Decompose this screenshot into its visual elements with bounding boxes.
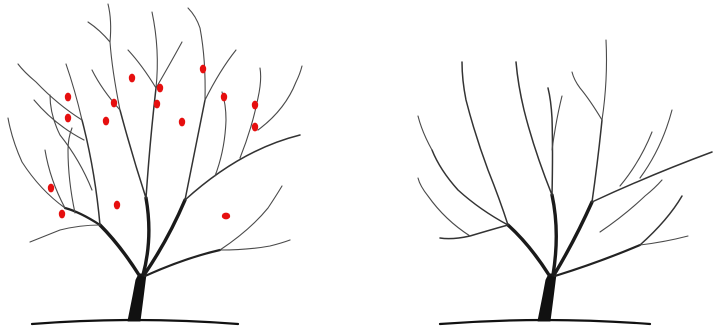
cut-mark xyxy=(47,183,55,193)
cut-mark xyxy=(251,100,259,110)
cut-mark xyxy=(153,99,161,109)
cut-mark xyxy=(128,73,136,83)
cut-mark xyxy=(64,113,72,123)
cut-mark xyxy=(178,117,186,127)
branches-right xyxy=(417,39,713,278)
cut-mark xyxy=(251,122,259,132)
trunk-left xyxy=(127,273,147,322)
cut-mark xyxy=(58,209,66,219)
cut-mark xyxy=(113,200,121,210)
tree-after-pruning xyxy=(417,39,713,326)
cut-mark xyxy=(64,92,72,102)
cut-mark xyxy=(110,98,118,108)
trunk-right xyxy=(537,273,557,322)
cut-mark xyxy=(156,83,164,93)
cut-mark xyxy=(102,116,110,126)
cut-mark xyxy=(221,212,231,220)
cut-marks-left xyxy=(47,64,259,220)
cut-mark xyxy=(220,92,228,102)
tree-before-pruning xyxy=(7,3,303,326)
branches-left xyxy=(7,3,303,278)
cut-mark xyxy=(199,64,207,74)
